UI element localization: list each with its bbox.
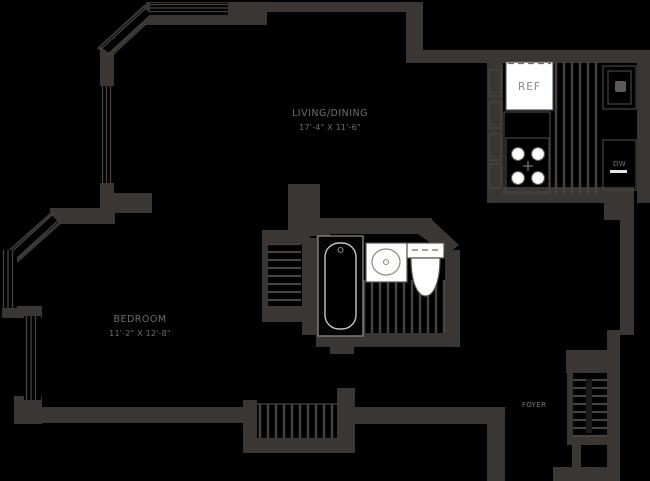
bathtub-icon — [317, 235, 364, 337]
bedroom-label: BEDROOM — [113, 314, 166, 325]
living-room-label: LIVING/DINING — [292, 108, 368, 119]
toilet-icon — [406, 242, 445, 297]
refrigerator-label: REF — [518, 81, 541, 93]
window-left-bedroom-lower-icon — [24, 316, 41, 400]
hall-closet-shelves-hatch — [268, 244, 301, 307]
living-room-dimensions: 17'-4" X 11'-6" — [299, 123, 361, 132]
bedroom-closet-hatch — [257, 404, 338, 438]
bay-window-bedroom-icon — [4, 211, 63, 265]
kitchen: REF DW — [488, 61, 637, 195]
windows — [1, 3, 228, 400]
window-left-bedroom-upper-icon — [1, 250, 17, 308]
dishwasher-icon: DW — [602, 139, 637, 191]
counter-cabinets-left-icon — [488, 69, 502, 189]
dishwasher-label: DW — [613, 160, 626, 168]
bay-window-living-icon — [97, 4, 157, 59]
window-top-living-icon — [150, 3, 228, 15]
foyer-label: FOYER — [522, 401, 546, 409]
kitchen-sink-icon — [602, 65, 637, 110]
bedroom-dimensions: 11'-2" X 12'-8" — [109, 329, 171, 338]
bathroom — [317, 235, 445, 337]
linen-closet-divider — [586, 379, 592, 433]
bathroom-sink-icon — [365, 242, 408, 283]
refrigerator-icon: REF — [505, 61, 554, 111]
stove-icon — [503, 111, 551, 195]
window-left-living-icon — [100, 86, 114, 183]
room-labels: LIVING/DINING 17'-4" X 11'-6" BEDROOM 11… — [109, 108, 546, 409]
kitchen-floor-hatch — [553, 62, 602, 195]
